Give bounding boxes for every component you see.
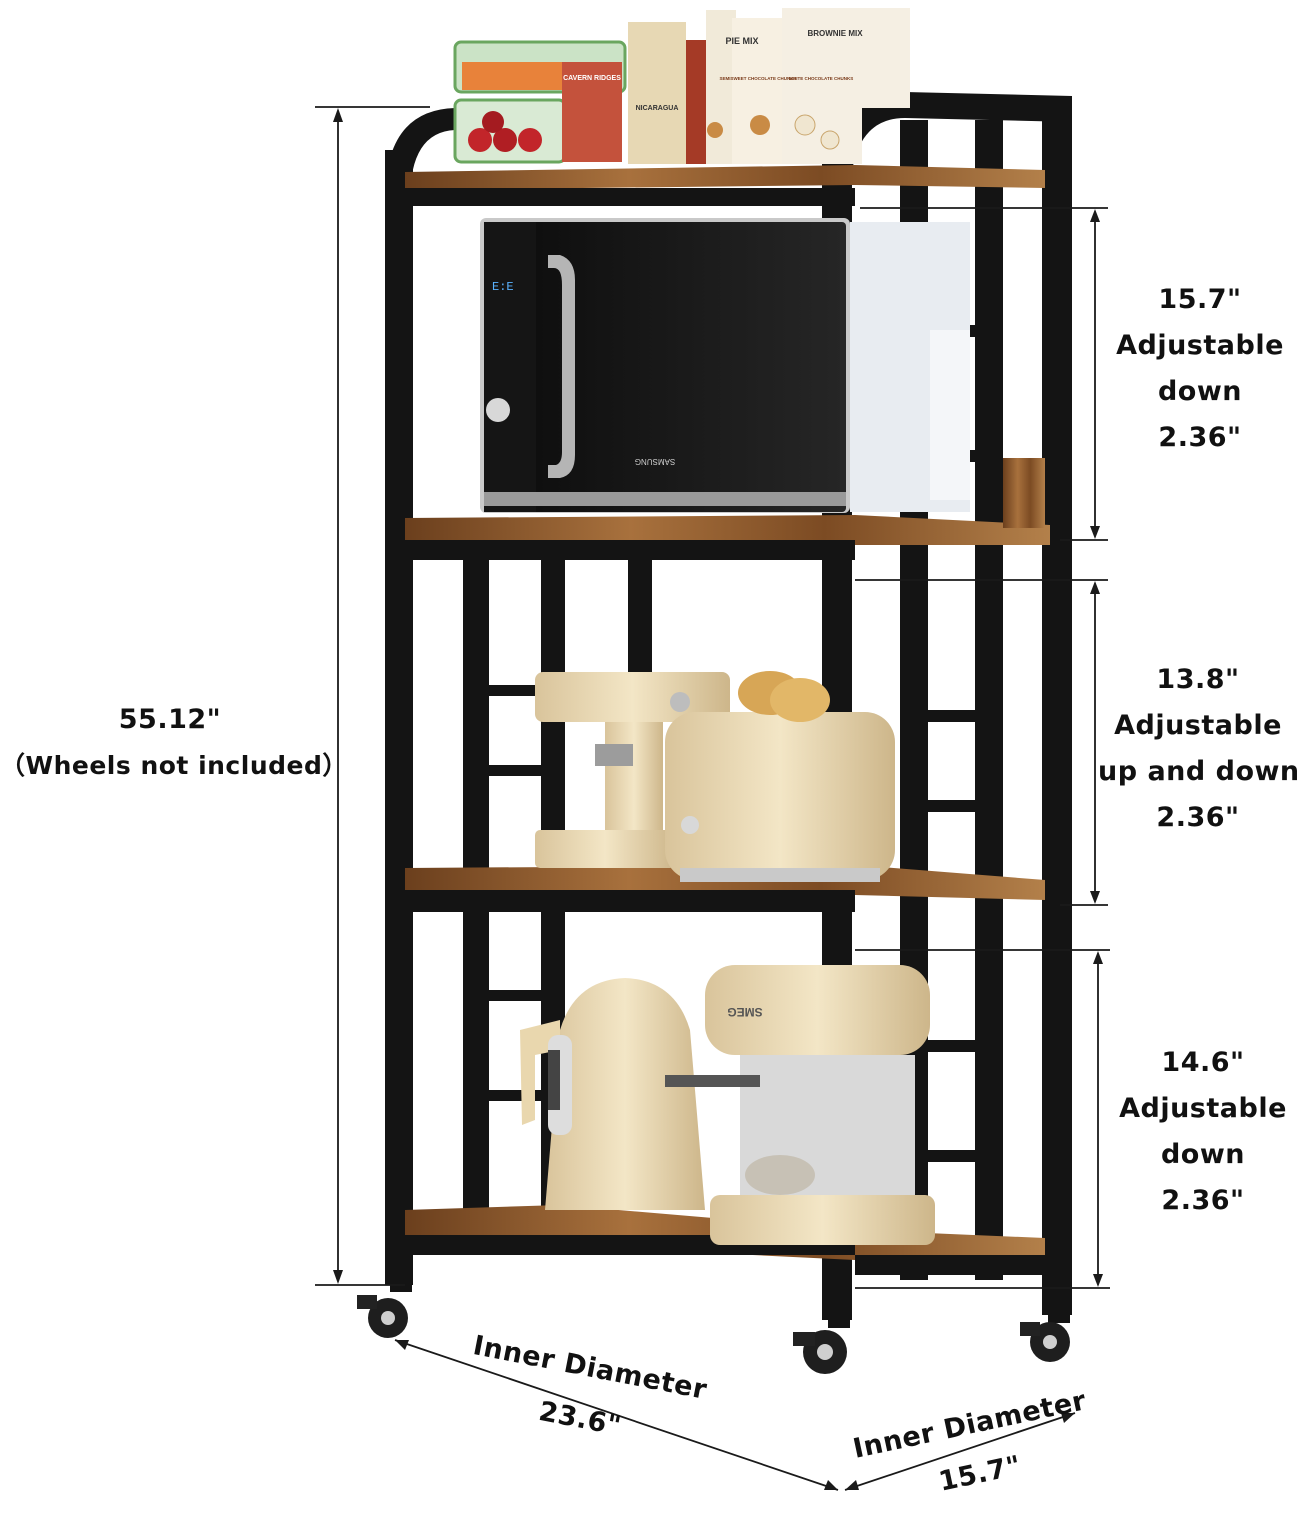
middle-tier-direction: up and down bbox=[1098, 756, 1298, 787]
middle-tier-height: 13.8" bbox=[1156, 664, 1240, 695]
kettle bbox=[520, 978, 705, 1210]
shelf-upper bbox=[405, 458, 1050, 560]
bottom-tier-direction: down bbox=[1160, 1139, 1246, 1170]
top-tier-amount: 2.36" bbox=[1158, 422, 1242, 453]
top-tier-height: 15.7" bbox=[1158, 284, 1242, 315]
microwave-brand: SAMSUNG bbox=[635, 457, 675, 466]
middle-tier-adjust: Adjustable bbox=[1114, 710, 1282, 741]
total-height-label: 55.12" （Wheels not included） bbox=[0, 697, 348, 789]
bottom-tier-label: 14.6" Adjustable down 2.36" bbox=[1108, 1040, 1298, 1224]
caster-wheels bbox=[357, 1282, 1070, 1374]
shelf-middle bbox=[405, 865, 1045, 912]
product-text-nicaragua: NICARAGUA bbox=[636, 105, 679, 112]
toaster bbox=[665, 671, 895, 882]
top-tier-direction: down bbox=[1157, 376, 1243, 407]
espresso-machine bbox=[535, 672, 730, 868]
dimension-lines bbox=[315, 106, 1110, 1491]
microwave: E:E SAMSUNG bbox=[480, 218, 970, 513]
top-tier-adjust: Adjustable bbox=[1116, 330, 1284, 361]
top-shelf-items: CAVERN RIDGES NICARAGUA PIE MIX BROWNIE … bbox=[453, 8, 910, 164]
wheels-note: （Wheels not included） bbox=[0, 751, 348, 780]
bottom-tier-amount: 2.36" bbox=[1161, 1185, 1245, 1216]
middle-tier-amount: 2.36" bbox=[1156, 802, 1240, 833]
product-text-semisweet: SEMISWEET CHOCOLATE CHUNKS bbox=[720, 76, 797, 81]
total-height-value: 55.12" bbox=[118, 704, 222, 735]
shelf-top bbox=[405, 165, 1045, 206]
product-text-piemix: PIE MIX bbox=[725, 36, 758, 46]
product-text-white: WHITE CHOCOLATE CHUNKS bbox=[789, 76, 853, 81]
svg-text:E:E: E:E bbox=[492, 280, 514, 294]
coffee-maker: SMEG bbox=[665, 965, 935, 1245]
product-text-brownie: BROWNIE MIX bbox=[807, 29, 863, 38]
bottom-tier-adjust: Adjustable bbox=[1119, 1093, 1287, 1124]
middle-tier-label: 13.8" Adjustable up and down 2.36" bbox=[1098, 657, 1298, 841]
mixer-brand: SMEG bbox=[727, 1005, 762, 1019]
top-tier-label: 15.7" Adjustable down 2.36" bbox=[1105, 277, 1295, 461]
product-text-cavern: CAVERN RIDGES bbox=[563, 75, 621, 82]
bottom-tier-height: 14.6" bbox=[1161, 1047, 1245, 1078]
